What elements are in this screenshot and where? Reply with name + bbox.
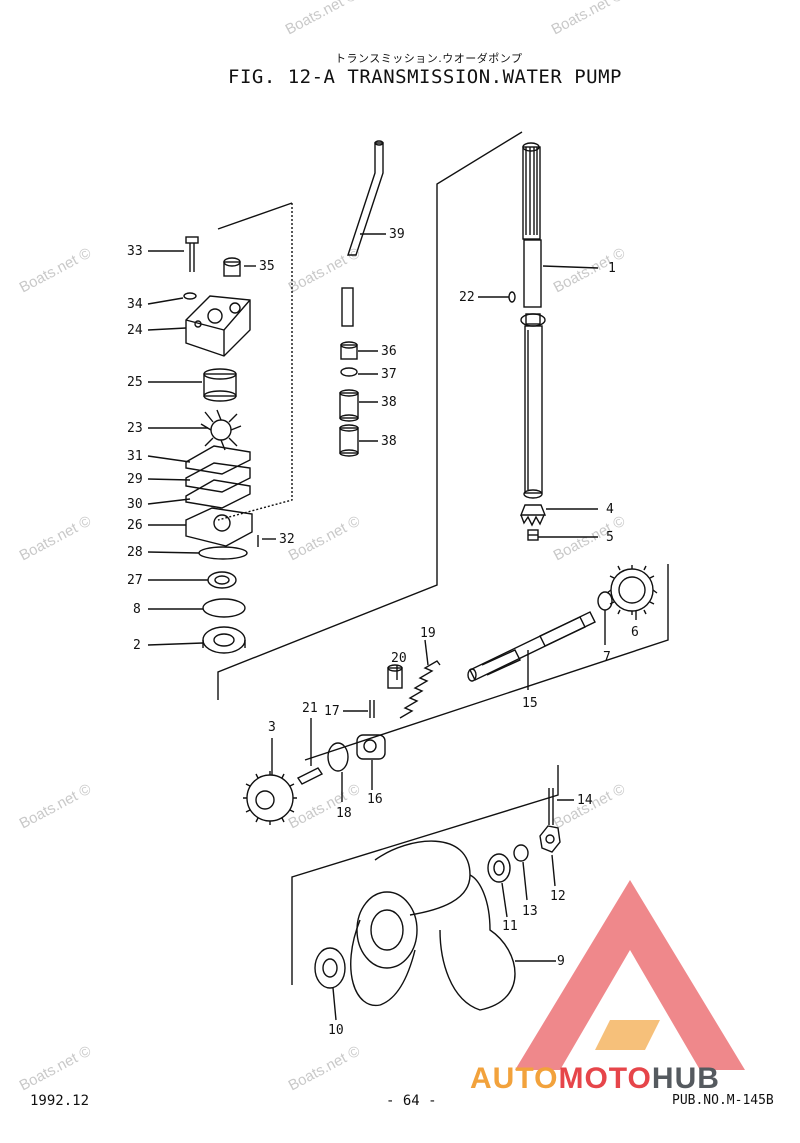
part-label-23: 23 (127, 421, 143, 436)
part-label-24: 24 (127, 323, 143, 338)
part-label-6: 6 (631, 625, 639, 640)
part-label-15: 15 (522, 696, 538, 711)
part-label-39: 39 (389, 227, 405, 242)
part-label-38: 38 (381, 395, 397, 410)
part-label-13: 13 (522, 904, 538, 919)
part-label-4: 4 (606, 502, 614, 517)
page-number: - 64 - (386, 1093, 437, 1109)
part-label-12: 12 (550, 889, 566, 904)
part-label-30: 30 (127, 497, 143, 512)
part-label-38: 38 (381, 434, 397, 449)
part-label-16: 16 (367, 792, 383, 807)
part-label-14: 14 (577, 793, 593, 808)
footer-date: 1992.12 (30, 1093, 90, 1109)
part-label-26: 26 (127, 518, 143, 533)
title-japanese: トランスミッション.ウオーダポンプ (335, 52, 523, 65)
part-label-1: 1 (608, 261, 616, 276)
part-label-32: 32 (279, 532, 295, 547)
part-label-10: 10 (328, 1023, 344, 1038)
part-label-29: 29 (127, 472, 143, 487)
part-label-25: 25 (127, 375, 143, 390)
part-label-17: 17 (324, 704, 340, 719)
part-label-19: 19 (420, 626, 436, 641)
part-label-9: 9 (557, 954, 565, 969)
part-label-3: 3 (268, 720, 276, 735)
part-label-11: 11 (502, 919, 518, 934)
part-label-37: 37 (381, 367, 397, 382)
automotohub-logo-mark (515, 880, 745, 1070)
part-label-27: 27 (127, 573, 143, 588)
part-label-7: 7 (603, 650, 611, 665)
part-label-33: 33 (127, 244, 143, 259)
part-label-5: 5 (606, 530, 614, 545)
page-title: FIG. 12-A TRANSMISSION.WATER PUMP (228, 66, 622, 88)
part-label-22: 22 (459, 290, 475, 305)
part-label-20: 20 (391, 651, 407, 666)
part-label-34: 34 (127, 297, 143, 312)
part-label-31: 31 (127, 449, 143, 464)
automotohub-logo: AUTOMOTOHUB (470, 1062, 720, 1095)
publication-number: PUB.NO.M-145B (672, 1093, 774, 1108)
part-label-2: 2 (133, 638, 141, 653)
part-label-28: 28 (127, 545, 143, 560)
part-label-35: 35 (259, 259, 275, 274)
part-label-21: 21 (302, 701, 318, 716)
part-label-36: 36 (381, 344, 397, 359)
part-label-18: 18 (336, 806, 352, 821)
part-label-8: 8 (133, 602, 141, 617)
